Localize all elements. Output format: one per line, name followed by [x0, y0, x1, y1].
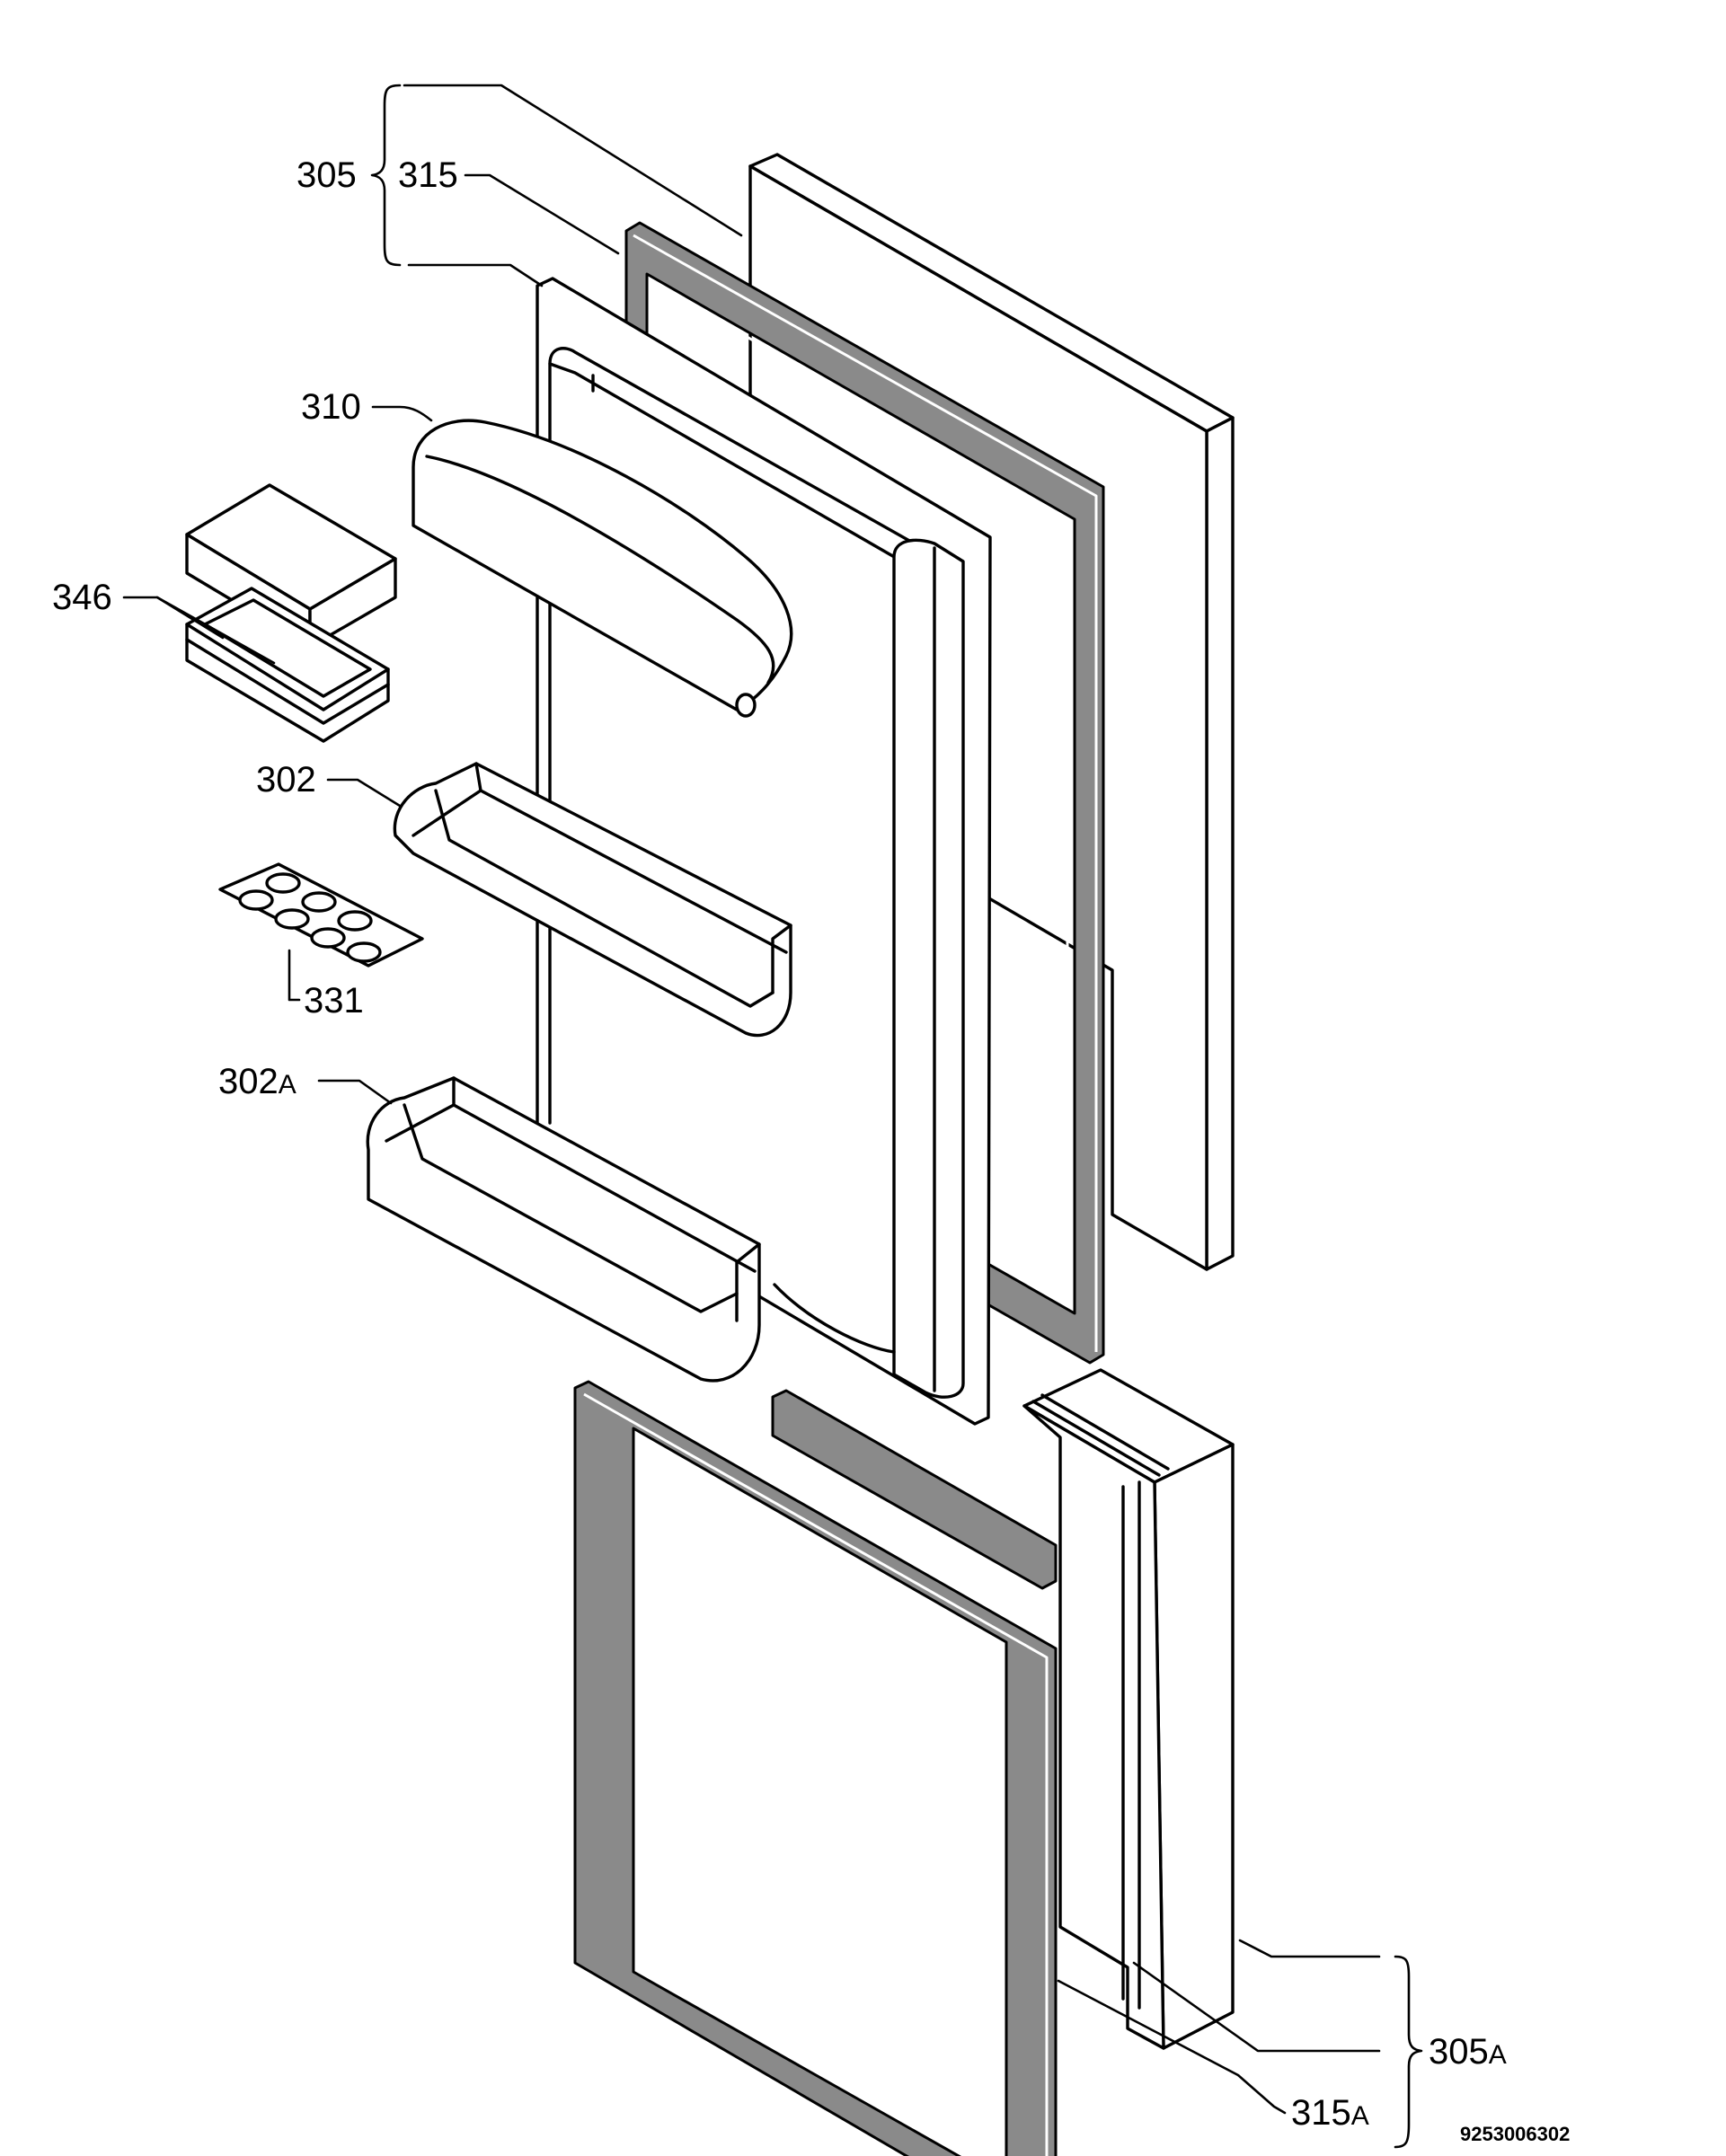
egg-tray: [218, 862, 424, 968]
dairy-compartment-cover: [412, 419, 793, 718]
part-labels: 305 315 310 346 302 331 302A 305A 315A 9…: [52, 155, 1570, 2145]
drawing-number: 9253006302: [1460, 2123, 1570, 2145]
label-310: 310: [301, 387, 361, 427]
label-302a: 302A: [218, 1062, 297, 1101]
leader-lines: [122, 84, 1423, 2149]
label-315: 315: [398, 155, 458, 195]
label-305a: 305A: [1429, 2032, 1507, 2072]
label-305: 305: [297, 155, 357, 195]
label-302: 302: [256, 760, 316, 800]
lower-door-gasket: [573, 1380, 1058, 2156]
label-315a: 315A: [1291, 2093, 1369, 2133]
lower-door-outer-panel: [1022, 1368, 1235, 2050]
door-shelf: [393, 762, 792, 1038]
lower-door-shelf: [366, 1076, 761, 1383]
label-346: 346: [52, 578, 112, 617]
lower-gasket-top-strip: [771, 1389, 1058, 1590]
butter-dish-with-lid: [185, 483, 397, 743]
label-331: 331: [304, 981, 364, 1021]
